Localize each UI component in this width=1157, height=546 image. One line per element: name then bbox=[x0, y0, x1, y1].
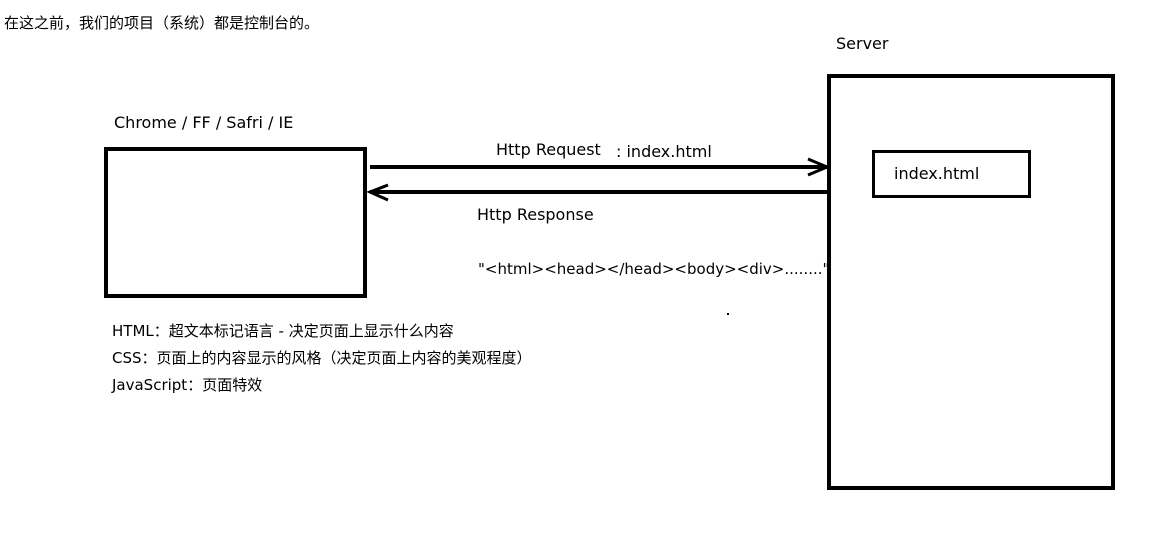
stray-dot bbox=[727, 313, 729, 315]
intro-text: 在这之前，我们的项目（系统）都是控制台的。 bbox=[4, 14, 320, 32]
client-box bbox=[104, 147, 367, 298]
request-label: Http Request bbox=[496, 140, 601, 159]
index-file-box: index.html bbox=[872, 150, 1031, 198]
index-file-label: index.html bbox=[894, 164, 980, 183]
response-content: "<html><head></head><body><div>........" bbox=[478, 260, 830, 278]
response-label: Http Response bbox=[477, 205, 594, 224]
request-target: : index.html bbox=[616, 142, 712, 161]
request-arrow-head bbox=[807, 157, 831, 177]
note-javascript: JavaScript：页面特效 bbox=[112, 376, 263, 394]
note-html: HTML：超文本标记语言 - 决定页面上显示什么内容 bbox=[112, 322, 454, 340]
note-css: CSS：页面上的内容显示的风格（决定页面上内容的美观程度） bbox=[112, 349, 532, 367]
client-label: Chrome / FF / Safri / IE bbox=[114, 113, 294, 132]
server-label: Server bbox=[836, 34, 889, 53]
server-box bbox=[827, 74, 1115, 490]
response-arrow-head bbox=[366, 183, 389, 202]
